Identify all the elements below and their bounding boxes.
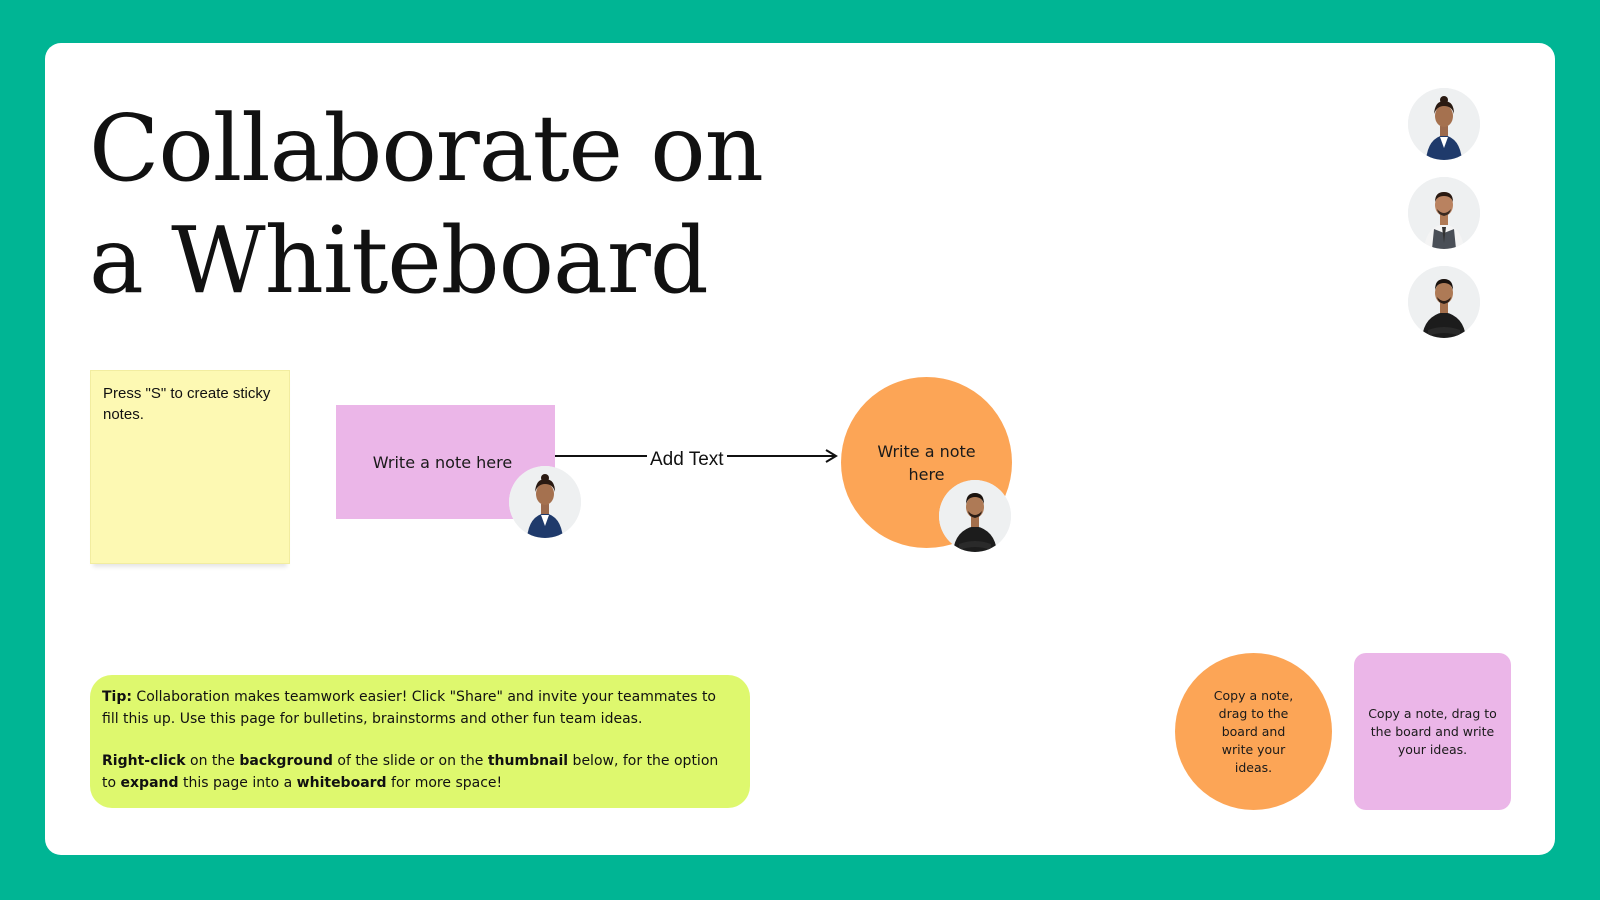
tip-text: below, for the option to	[102, 753, 719, 791]
tip-box[interactable]: Tip: Collaboration makes teamwork easier…	[90, 675, 750, 808]
tip-text: this page into a	[178, 774, 297, 791]
tip-text: for more space!	[386, 774, 503, 791]
template-square-text[interactable]: Copy a note, drag to the board and write…	[1368, 705, 1497, 757]
template-note-square[interactable]: Copy a note, drag to the board and write…	[1354, 653, 1511, 810]
man-avatar-icon	[1408, 266, 1480, 338]
note-author-avatar	[509, 466, 581, 538]
collaborator-avatar-3[interactable]	[1408, 266, 1480, 338]
woman-avatar-icon	[1408, 88, 1480, 160]
man-avatar-icon	[939, 480, 1011, 552]
note-circle-text[interactable]: Write a note here	[877, 441, 976, 484]
tip-bold-right-click: Right-click	[102, 753, 186, 769]
tip-text: Collaboration makes teamwork easier! Cli…	[102, 689, 716, 727]
tip-bold-expand: expand	[120, 774, 179, 791]
note-rectangle-text[interactable]: Write a note here	[372, 452, 513, 472]
sticky-note-yellow[interactable]: Press "S" to create sticky notes.	[90, 370, 290, 564]
whiteboard-canvas[interactable]: Collaborate on a Whiteboard	[45, 43, 1555, 855]
tip-text: on the	[185, 753, 240, 769]
tip-bold-thumbnail: thumbnail	[487, 753, 569, 769]
sticky-note-text[interactable]: Press "S" to create sticky notes.	[103, 385, 271, 423]
woman-avatar-icon	[509, 466, 581, 538]
tip-bold-background: background	[239, 753, 333, 769]
collaborator-avatar-1[interactable]	[1408, 88, 1480, 160]
tip-bold-whiteboard: whiteboard	[296, 774, 387, 791]
tip-label: Tip:	[102, 689, 132, 705]
man-avatar-icon	[1408, 177, 1480, 249]
connector-label[interactable]: Add Text	[647, 449, 727, 471]
template-note-circle[interactable]: Copy a note, drag to the board and write…	[1175, 653, 1332, 810]
note-author-avatar	[939, 480, 1011, 552]
tip-text: of the slide or on the	[332, 753, 488, 769]
title-line-1: Collaborate on	[89, 95, 764, 202]
page-title: Collaborate on a Whiteboard	[89, 93, 764, 317]
title-line-2: a Whiteboard	[89, 207, 709, 314]
template-circle-text[interactable]: Copy a note, drag to the board and write…	[1213, 687, 1294, 775]
tip-paragraph-2: Right-click on the background of the sli…	[102, 751, 732, 794]
collaborator-avatar-2[interactable]	[1408, 177, 1480, 249]
tip-paragraph-1: Tip: Collaboration makes teamwork easier…	[102, 687, 732, 730]
